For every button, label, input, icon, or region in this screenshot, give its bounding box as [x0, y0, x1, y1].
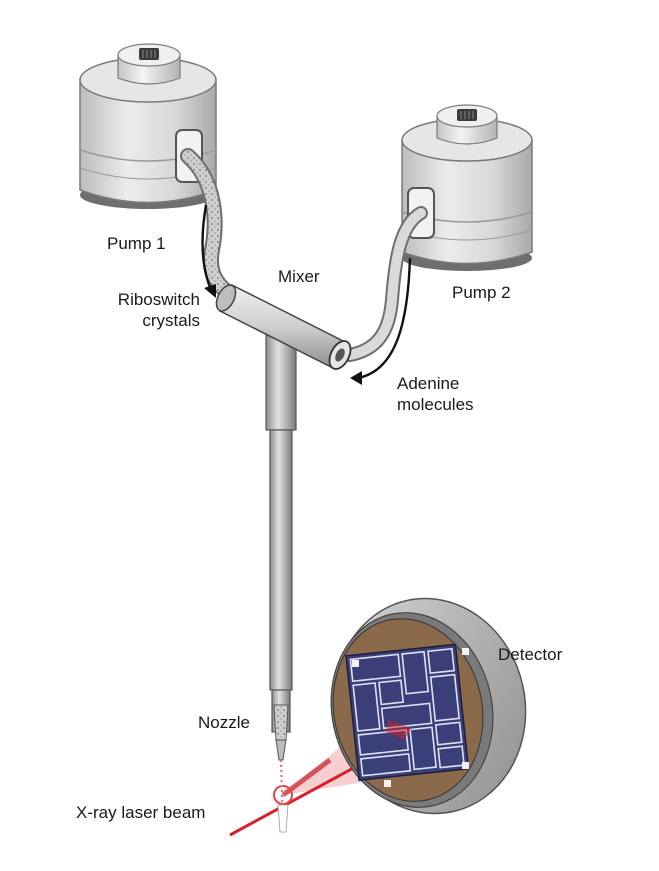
riboswitch-crystals-label: Riboswitch crystals [96, 289, 200, 331]
riboswitch-label-line-2: crystals [142, 311, 200, 330]
nozzle-label: Nozzle [198, 713, 250, 732]
nozzle-tube [265, 334, 297, 761]
adenine-label-line-1: Adenine [397, 374, 460, 393]
curved-arrow-left-icon [201, 204, 216, 298]
detector-label: Detector [498, 645, 563, 664]
adenine-label-line-2: molecules [397, 395, 474, 414]
riboswitch-label-line-1: Riboswitch [117, 290, 200, 309]
pump-2-label: Pump 2 [452, 283, 511, 302]
mixer-label: Mixer [278, 267, 320, 286]
pump-1-label: Pump 1 [107, 234, 166, 253]
curved-arrow-right-icon [350, 257, 412, 385]
mixer-tube [215, 283, 352, 370]
pump-2-icon [401, 104, 533, 271]
detector-panel [330, 597, 527, 815]
xray-laser-beam-label: X-ray laser beam [76, 803, 206, 822]
adenine-molecules-label: Adenine molecules [397, 373, 474, 415]
pump-1-icon [79, 43, 217, 209]
